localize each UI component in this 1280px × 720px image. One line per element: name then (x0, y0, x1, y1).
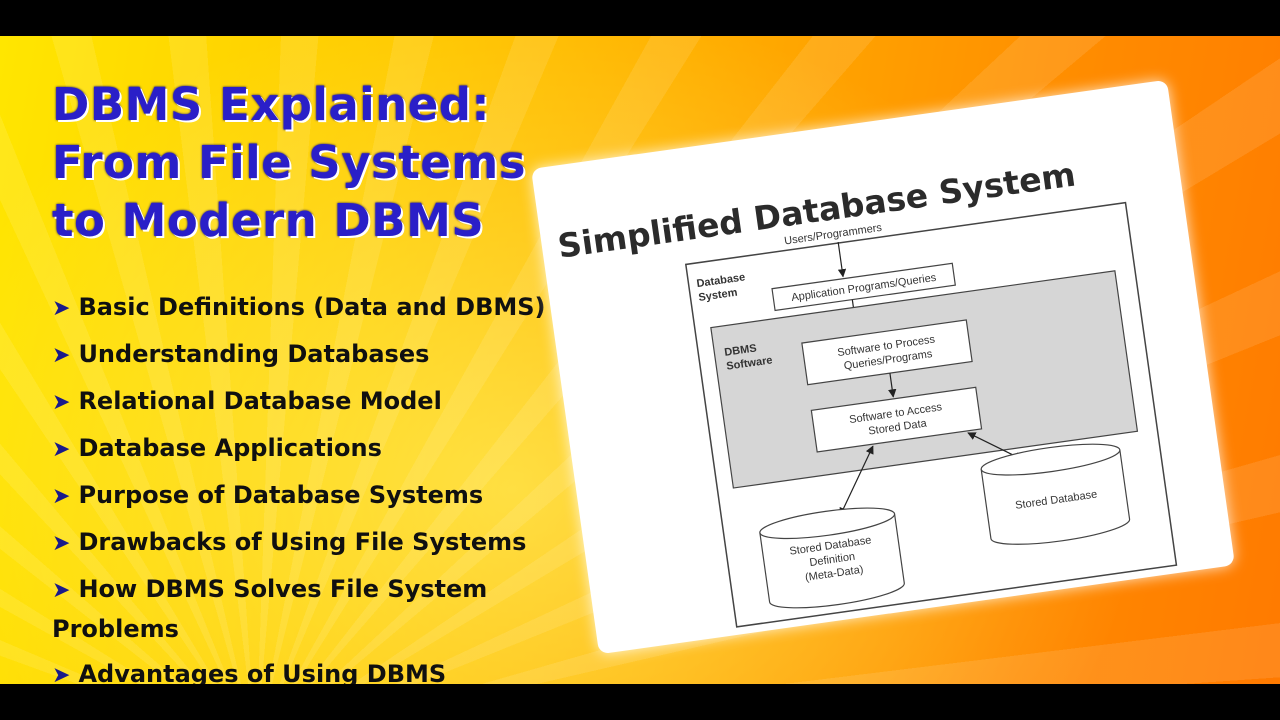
title-line: From File Systems (52, 136, 527, 189)
arrow-bullet-icon: ➤ (52, 663, 71, 684)
arrow-access-to-metadata (839, 445, 874, 517)
bullet-item: ➤How DBMS Solves File System Problems (52, 570, 612, 648)
arrow-bullet-icon: ➤ (52, 484, 71, 509)
bullet-text: Database Applications (78, 434, 382, 462)
arrow-bullet-icon: ➤ (52, 390, 71, 415)
database-system-label: System (698, 287, 739, 304)
bullet-text: Understanding Databases (78, 340, 430, 368)
metadata-cylinder (759, 507, 905, 609)
title-line: DBMS Explained: (52, 78, 490, 131)
bullet-text: Basic Definitions (Data and DBMS) (78, 293, 546, 321)
bullet-text: Purpose of Database Systems (78, 481, 484, 509)
slide-title: DBMS Explained: From File Systems to Mod… (52, 76, 526, 250)
database-system-diagram: Simplified Database System Users/Program… (555, 155, 1178, 628)
bullet-text: Advantages of Using DBMS (78, 660, 447, 684)
bullet-item: ➤ Understanding Databases (52, 335, 612, 375)
bullet-item: ➤ Purpose of Database Systems (52, 476, 612, 516)
bullet-text: Relational Database Model (78, 387, 442, 415)
arrow-bullet-icon: ➤ (52, 578, 71, 603)
arrow-bullet-icon: ➤ (52, 531, 71, 556)
bullet-item: ➤ Drawbacks of Using File Systems (52, 523, 612, 563)
arrow-bullet-icon: ➤ (52, 343, 71, 368)
bullet-text: Drawbacks of Using File Systems (78, 528, 527, 556)
bullet-text: How DBMS Solves File System Problems (52, 575, 488, 643)
diagram-card: Simplified Database System Users/Program… (531, 79, 1235, 655)
arrow-users-to-app (837, 241, 847, 278)
title-line: to Modern DBMS (52, 194, 485, 247)
bullet-list: ➤ Basic Definitions (Data and DBMS) ➤ Unde… (52, 288, 612, 684)
slide: DBMS Explained: From File Systems to Mod… (0, 36, 1280, 684)
bullet-item: ➤ Advantages of Using DBMS (52, 655, 612, 684)
arrow-bullet-icon: ➤ (52, 437, 71, 462)
access-box (810, 386, 983, 453)
application-box (771, 262, 956, 312)
arrow-process-to-access (888, 373, 897, 398)
bullet-item: ➤ Basic Definitions (Data and DBMS) (52, 288, 612, 328)
bullet-item: ➤ Database Applications (52, 429, 612, 469)
stored-database-cylinder (980, 443, 1131, 545)
bullet-item: ➤ Relational Database Model (52, 382, 612, 422)
arrow-bullet-icon: ➤ (52, 296, 71, 321)
dbms-software-label: DBMS (724, 342, 758, 358)
